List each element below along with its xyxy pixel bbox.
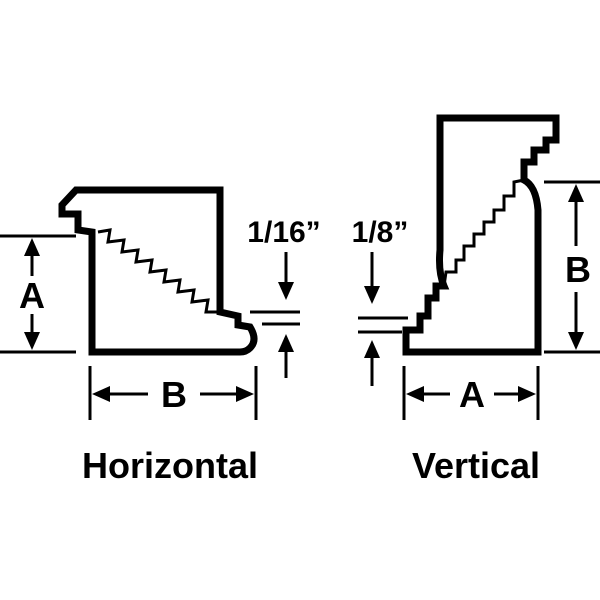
arrow-right-icon bbox=[518, 386, 536, 402]
arrow-down-icon bbox=[364, 286, 380, 304]
vertical-dim-b-label: B bbox=[565, 249, 591, 290]
arrow-down-icon bbox=[278, 282, 294, 300]
arrow-up-icon bbox=[278, 334, 294, 352]
arrow-up-icon bbox=[24, 238, 40, 256]
vertical-caption: Vertical bbox=[412, 445, 540, 486]
horizontal-caption: Horizontal bbox=[82, 445, 258, 486]
horizontal-serrated-edge bbox=[97, 228, 220, 314]
arrow-up-icon bbox=[364, 340, 380, 358]
vertical-profile: B A 1/8” Vertical bbox=[352, 114, 600, 486]
arrow-right-icon bbox=[236, 386, 254, 402]
horizontal-dim-a-label: A bbox=[19, 275, 45, 316]
vertical-dimension-b: B bbox=[544, 180, 600, 354]
vertical-gap-callout: 1/8” bbox=[352, 216, 409, 386]
horizontal-dimension-b: B bbox=[88, 366, 258, 420]
horizontal-profile: A B 1/16” Horizontal bbox=[0, 186, 321, 486]
arrow-down-icon bbox=[568, 332, 584, 350]
horizontal-dimension-a: A bbox=[0, 234, 76, 354]
horizontal-gap-callout: 1/16” bbox=[247, 216, 321, 378]
arrow-left-icon bbox=[92, 386, 110, 402]
vertical-dim-a-label: A bbox=[459, 374, 485, 415]
arrow-down-icon bbox=[24, 332, 40, 350]
arrow-up-icon bbox=[568, 184, 584, 202]
vertical-serrated-edge bbox=[442, 178, 525, 287]
arrow-left-icon bbox=[406, 386, 424, 402]
horizontal-gap-label: 1/16” bbox=[247, 216, 320, 249]
vertical-gap-label: 1/8” bbox=[352, 216, 409, 249]
horizontal-dim-b-label: B bbox=[161, 374, 187, 415]
vertical-dimension-a: A bbox=[402, 366, 540, 420]
